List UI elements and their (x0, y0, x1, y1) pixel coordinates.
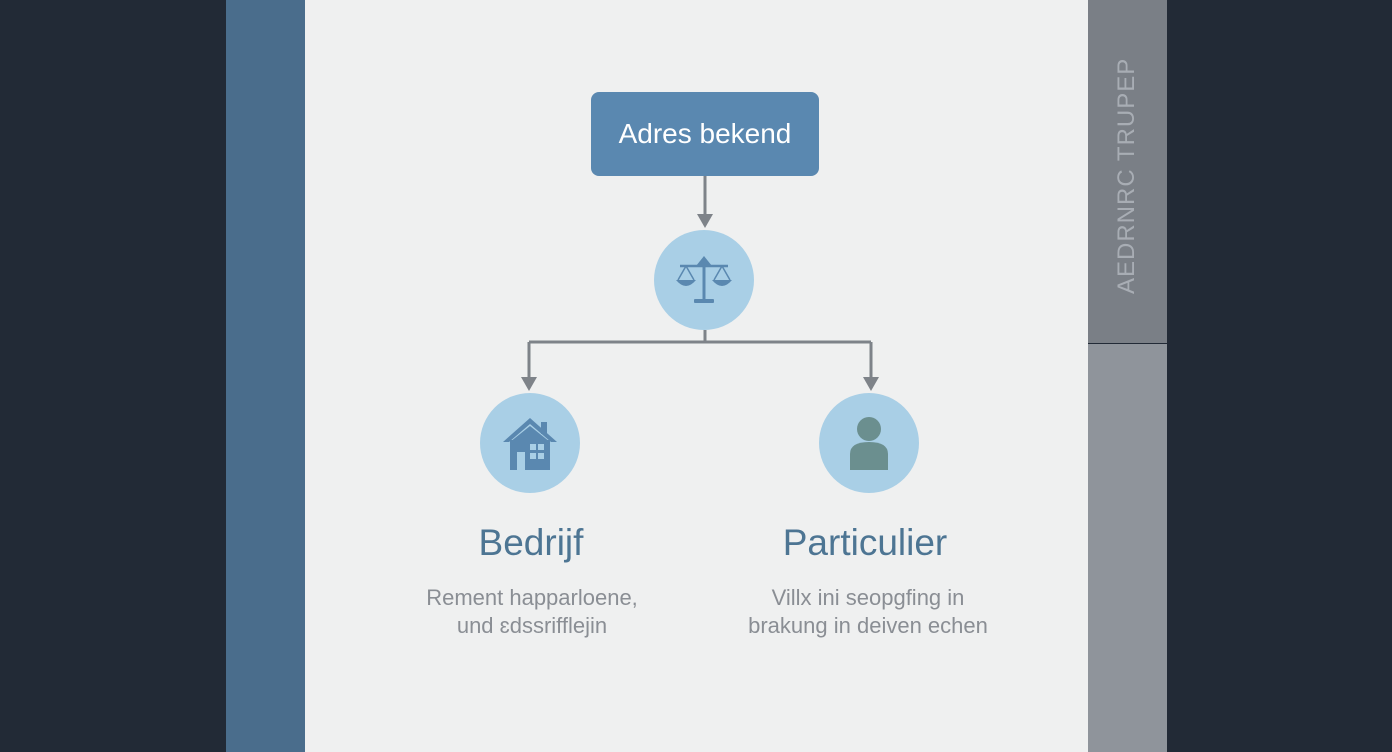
arrowhead-particulier (863, 377, 879, 391)
right-sidebar-top (1088, 0, 1167, 343)
decision-node[interactable] (654, 230, 754, 330)
arrowhead-decision (697, 214, 713, 228)
arrowhead-bedrijf (521, 377, 537, 391)
root-node-adres-bekend[interactable]: Adres bekend (591, 92, 819, 176)
branch-node-bedrijf[interactable] (480, 393, 580, 493)
right-sidebar-bottom (1088, 344, 1167, 752)
branch-desc-particulier-line1: Villx ini seopgfing in (771, 585, 965, 610)
scale-icon (676, 256, 732, 303)
root-node-label: Adres bekend (618, 118, 792, 149)
branch-desc-bedrijf-line2: und ɛdssrifflejin (456, 613, 608, 638)
branch-desc-particulier: Villx ini seopgfing in brakung in deiven… (718, 584, 1018, 640)
left-sidebar-bar (226, 0, 305, 752)
house-icon (503, 418, 557, 470)
branch-desc-bedrijf-line1: Rement happarloene, (426, 585, 638, 610)
person-icon (850, 417, 888, 470)
branch-title-particulier: Particulier (782, 522, 948, 563)
branch-desc-particulier-line2: brakung in deiven echen (748, 613, 988, 638)
branch-desc-bedrijf: Rement happarloene, und ɛdssrifflejin (382, 584, 682, 640)
branch-title-bedrijf: Bedrijf (478, 522, 584, 563)
connector-branches (527, 330, 873, 380)
branch-node-particulier[interactable] (819, 393, 919, 493)
